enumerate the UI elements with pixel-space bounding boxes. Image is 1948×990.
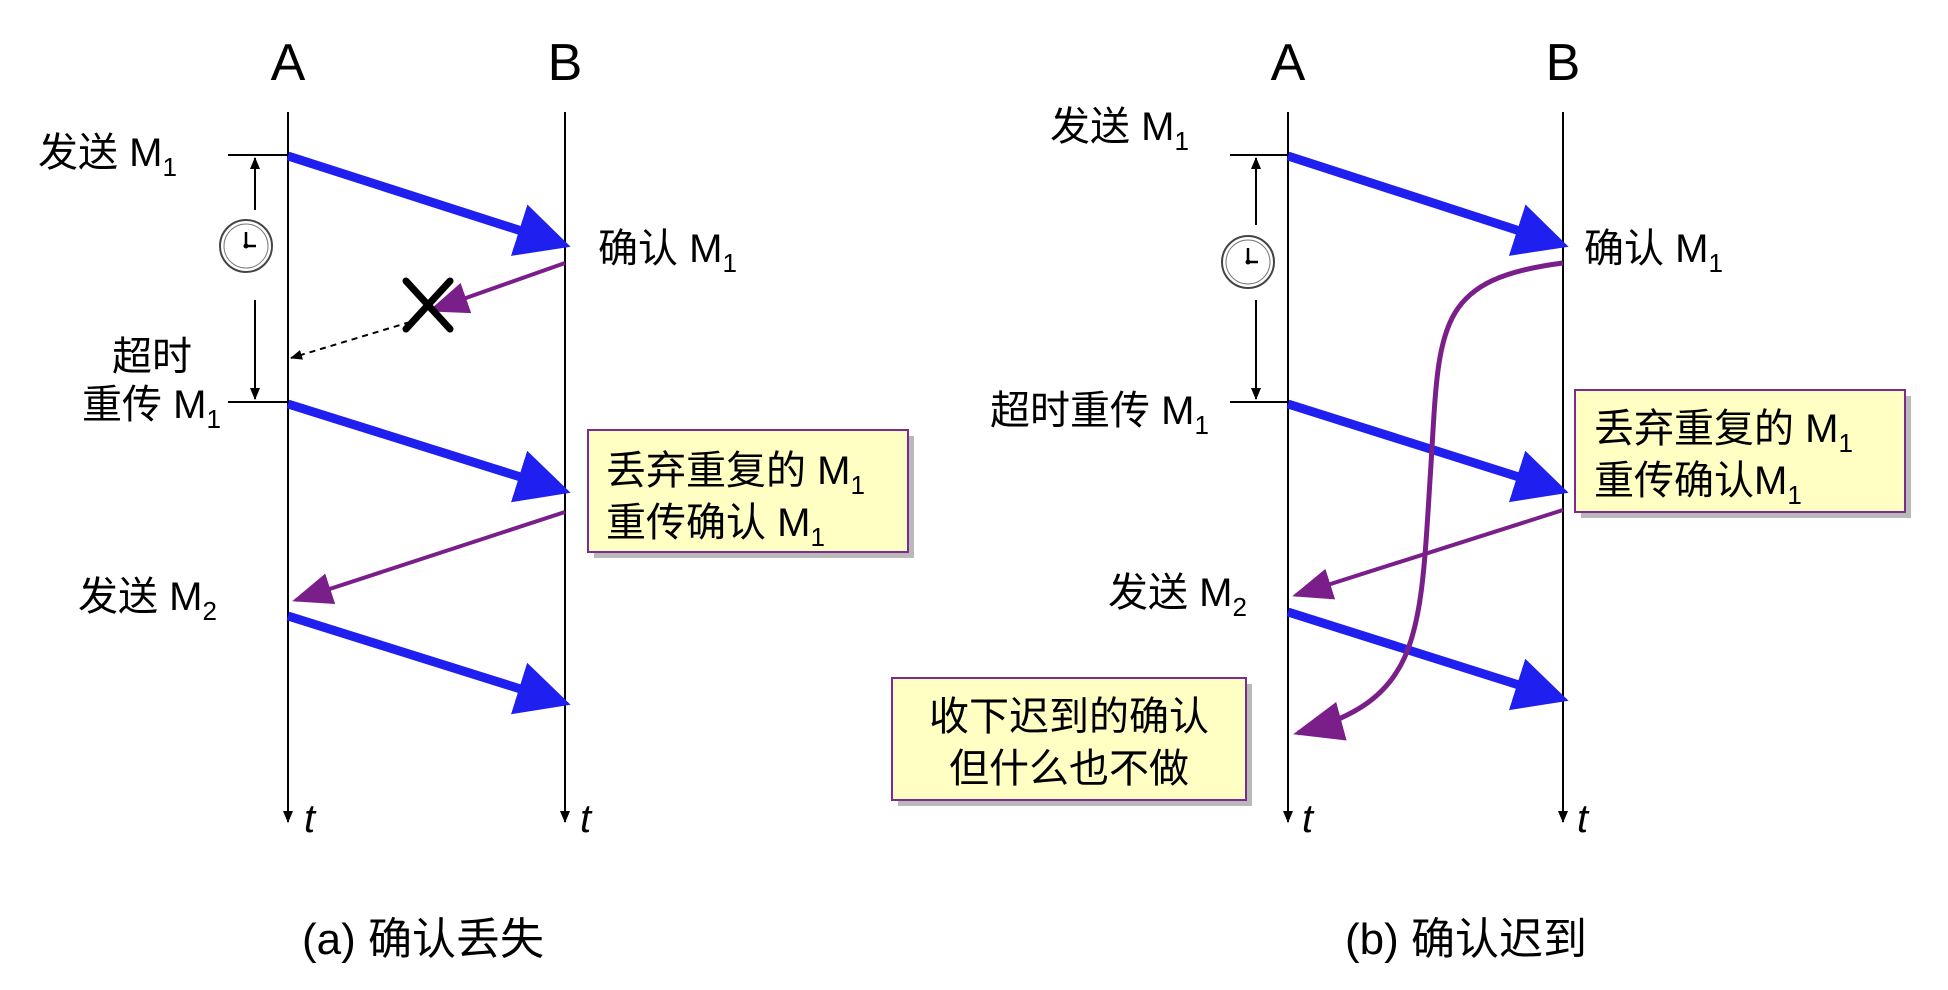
caption-a: (a) 确认丢失 [302,915,544,964]
label-send-m1: 发送 M1 [38,131,177,182]
node-b-label: B [548,34,583,92]
node-b-label: B [1546,34,1581,92]
note-line-2: 但什么也不做 [949,747,1189,791]
ack-m1-resent [1292,508,1564,600]
message-m1-resend [286,399,571,503]
ack-m1-delayed [1293,260,1564,741]
label-send-m2: 发送 M2 [1108,571,1247,622]
message-m2 [286,611,571,715]
node-a-label: A [1271,34,1306,92]
note-discard-duplicate: 丢弃重复的 M1 重传确认 M1 [587,429,914,558]
note-line-2: 重传确认M1 [1594,459,1802,510]
note-line-1: 收下迟到的确认 [929,695,1209,739]
panel-b: A B t t 发送 M1 超时重传 M1 发送 M2 确认 M1 [891,34,1911,964]
message-m1 [1286,151,1569,256]
time-label-b: t [580,797,593,841]
message-m1 [286,151,571,256]
cross-icon [402,277,454,333]
label-timeout-resend: 超时重传 M1 [990,389,1209,440]
caption-b: (b) 确认迟到 [1345,915,1587,964]
time-label-a: t [1302,797,1315,841]
ack-m1-expected-dashed [290,321,411,360]
clock-icon [1221,235,1275,289]
time-label-b: t [1577,797,1590,841]
label-ack-m1: 确认 M1 [598,227,737,278]
panel-a: A B t t 发送 M1 超时 重传 M1 发送 M2 确认 M1 [38,34,914,964]
message-m1-resend [1286,399,1569,503]
label-send-m2: 发送 M2 [78,575,217,626]
note-line-2: 重传确认 M1 [606,501,825,552]
ack-m1-lost [428,261,566,314]
label-send-m1: 发送 M1 [1050,105,1189,156]
time-label-a: t [304,797,317,841]
ack-m1-resent [292,510,566,605]
note-line-1: 丢弃重复的 M1 [606,449,865,500]
clock-icon [219,219,273,273]
node-a-label: A [271,34,306,92]
note-discard-duplicate: 丢弃重复的 M1 重传确认M1 [1574,389,1911,518]
note-late-ack: 收下迟到的确认 但什么也不做 [891,677,1252,806]
message-m2 [1286,607,1569,711]
label-timeout: 超时 [112,335,192,379]
note-line-1: 丢弃重复的 M1 [1594,407,1853,458]
label-resend-m1: 重传 M1 [82,383,221,434]
label-ack-m1: 确认 M1 [1584,227,1723,278]
